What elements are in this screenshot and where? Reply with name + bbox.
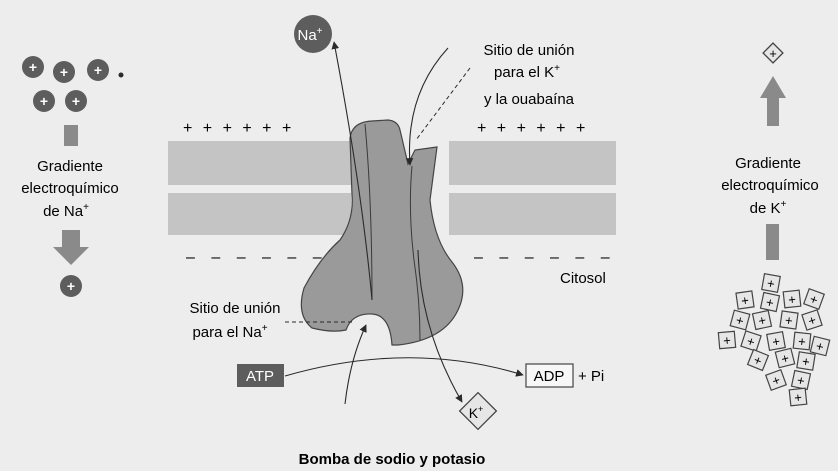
membrane-plus-charges-right: + + + + + + <box>477 120 588 137</box>
k-ion-intracellular: K+ <box>458 391 498 431</box>
k-ion: + <box>779 310 799 330</box>
adp-label: ADP <box>534 368 565 385</box>
k-ion: + <box>759 291 781 313</box>
k-ion: + <box>764 368 788 392</box>
na-site-label-line1: Sitio de unión <box>190 300 281 317</box>
k-ion: + <box>766 331 786 351</box>
k-ion-symbol: + <box>793 390 802 406</box>
membrane-plus-charges-left: + + + + + + <box>183 120 294 137</box>
na-ion: + <box>53 61 75 83</box>
k-ion: + <box>796 351 816 371</box>
k-ion-symbol: + <box>745 333 757 350</box>
k-ion: + <box>751 309 773 331</box>
k-influx-arrow <box>405 47 449 166</box>
k-ion: + <box>740 330 762 352</box>
k-ion: + <box>729 309 751 331</box>
na-ion: + <box>22 56 44 78</box>
k-ion-symbol: + <box>766 275 776 291</box>
k-ion: + <box>801 309 823 331</box>
na-site-label-line2: para el Na+ <box>192 323 267 341</box>
na-gradient-label-line3: de Na+ <box>43 202 89 220</box>
na-ion: + <box>65 90 87 112</box>
k-site-label-line2: para el K+ <box>494 63 560 81</box>
k-ion: + <box>735 290 755 310</box>
k-ion-symbol: + <box>769 46 777 61</box>
na-ion-symbol: + <box>29 59 37 75</box>
pi-label: + Pi <box>578 368 604 385</box>
k-ion: + <box>717 330 737 350</box>
k-ion-symbol: + <box>771 333 781 349</box>
k-gradient-label-line1: Gradiente <box>735 155 801 172</box>
pump-channel-line <box>409 165 421 341</box>
k-ion-symbol: + <box>801 353 811 369</box>
atp-label: ATP <box>246 368 274 385</box>
k-gradient-label-line3: de K+ <box>750 199 787 217</box>
k-ion-symbol: + <box>780 350 791 366</box>
k-ion-top: + <box>762 42 784 64</box>
k-ion-symbol: + <box>734 312 745 328</box>
na-ion: + <box>87 59 109 81</box>
na-ion-symbol: + <box>67 278 75 294</box>
na-gradient-arrow-down <box>53 230 89 265</box>
k-ion-symbol: + <box>806 312 818 329</box>
dot <box>118 72 124 78</box>
k-ion-symbol: + <box>787 292 796 308</box>
na-ion-label: Na+ <box>297 26 322 44</box>
k-ion-symbol: + <box>814 338 825 354</box>
na-efflux-arrow <box>331 41 373 301</box>
k-release-arrow <box>417 249 463 403</box>
k-ion: + <box>782 289 802 309</box>
na-influx-arrow <box>344 324 367 405</box>
k-ion-symbol: + <box>784 313 794 329</box>
na-ion-symbol: + <box>94 62 102 78</box>
adp-box <box>525 363 574 388</box>
na-ion: + <box>60 275 82 297</box>
na-gradient-label-line2: electroquímico <box>21 180 119 197</box>
k-ion-label: K+ <box>469 404 484 421</box>
na-ion-symbol: + <box>72 93 80 109</box>
cell-membrane <box>168 141 616 235</box>
na-ion: + <box>33 90 55 112</box>
k-ion-symbol: + <box>796 372 807 388</box>
k-ion-cluster: ++++++++++++++++++++ <box>717 273 831 407</box>
k-ion-symbol: + <box>723 333 732 349</box>
k-ion: + <box>790 369 812 391</box>
k-ion: + <box>746 348 770 372</box>
k-ion-symbol: + <box>765 294 776 310</box>
k-site-label-line3: y la ouabaína <box>484 91 575 108</box>
k-ion: + <box>788 387 808 407</box>
k-ion-symbol: + <box>740 293 750 309</box>
na-ion-symbol: + <box>60 64 68 80</box>
k-site-label-line1: Sitio de unión <box>484 42 575 59</box>
k-gradient-label-line2: electroquímico <box>721 177 819 194</box>
k-ion: + <box>809 335 831 357</box>
membrane-minus-charges-left: – – – – – – <box>186 249 328 266</box>
k-ion: + <box>792 331 812 351</box>
na-ion-symbol: + <box>40 93 48 109</box>
k-site-leader-line <box>415 67 471 141</box>
na-gradient-bar <box>64 125 78 146</box>
na-ion-extracellular: Na+ <box>294 15 332 53</box>
membrane-minus-charges-right: – – – – – – <box>474 249 616 266</box>
pump-protein <box>300 119 464 346</box>
na-ion-cluster: + + + + + <box>22 56 124 112</box>
k-ion: + <box>802 287 826 311</box>
atp-hydrolysis-arrow <box>284 357 524 377</box>
k-ion: + <box>761 273 781 293</box>
pump-channel-line <box>364 123 373 301</box>
k-ion-symbol: + <box>797 334 806 350</box>
atp-box <box>237 364 284 387</box>
k-ion-symbol: + <box>757 312 768 328</box>
k-ion: + <box>774 347 796 369</box>
citosol-label: Citosol <box>560 270 606 287</box>
na-gradient-label-line1: Gradiente <box>37 158 103 175</box>
figure-caption: Bomba de sodio y potasio <box>299 451 486 468</box>
k-gradient-arrow-up <box>760 76 786 126</box>
k-gradient-bar <box>766 224 779 260</box>
